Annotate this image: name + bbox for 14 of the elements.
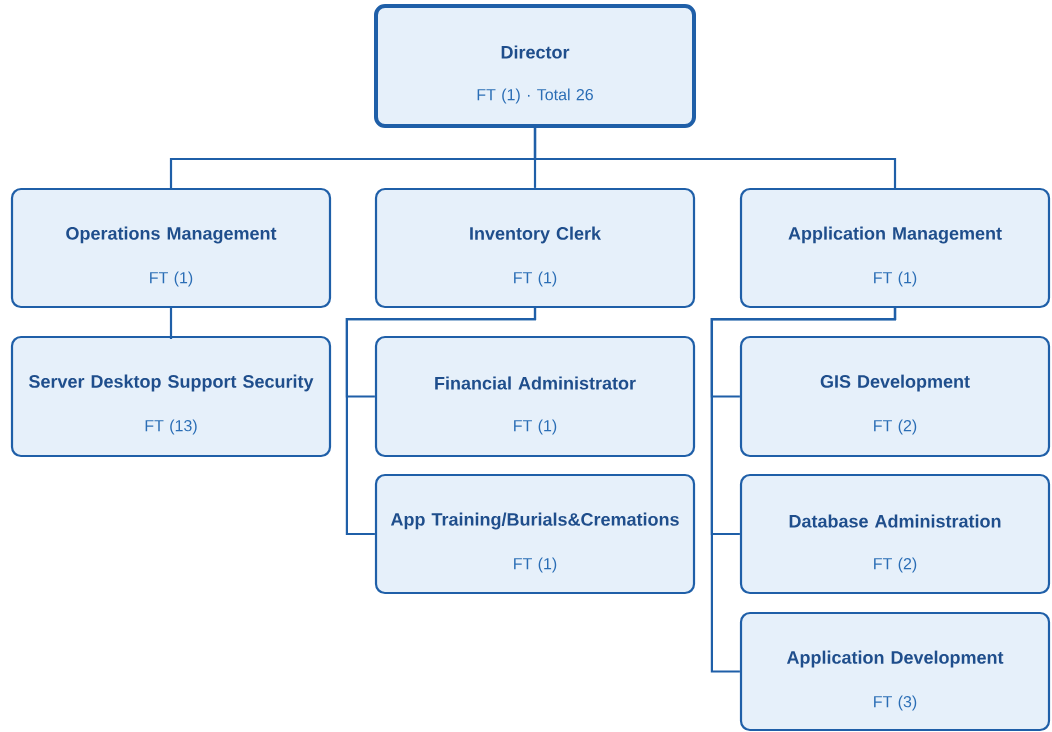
connector-line	[169, 308, 173, 341]
org-box: Database Administration FT (2)	[739, 473, 1051, 595]
connector-line	[345, 308, 537, 536]
connector-line	[710, 308, 897, 673]
connector-line	[533, 128, 897, 188]
org-box: Application Management FT (1)	[739, 187, 1051, 309]
org-box: Inventory Clerk FT (1)	[374, 187, 696, 309]
org-box: Server Desktop Support Security FT (13)	[10, 335, 332, 458]
org-box: Financial Administrator FT (1)	[374, 335, 696, 458]
org-box: Application Development FT (3)	[739, 611, 1051, 732]
org-box: Operations Management FT (1)	[10, 187, 332, 309]
org-box: Director FT (1) · Total 26	[374, 4, 696, 128]
org-box: GIS Development FT (2)	[739, 335, 1051, 458]
org-box: App Training/Burials&Cremations FT (1)	[374, 473, 696, 595]
